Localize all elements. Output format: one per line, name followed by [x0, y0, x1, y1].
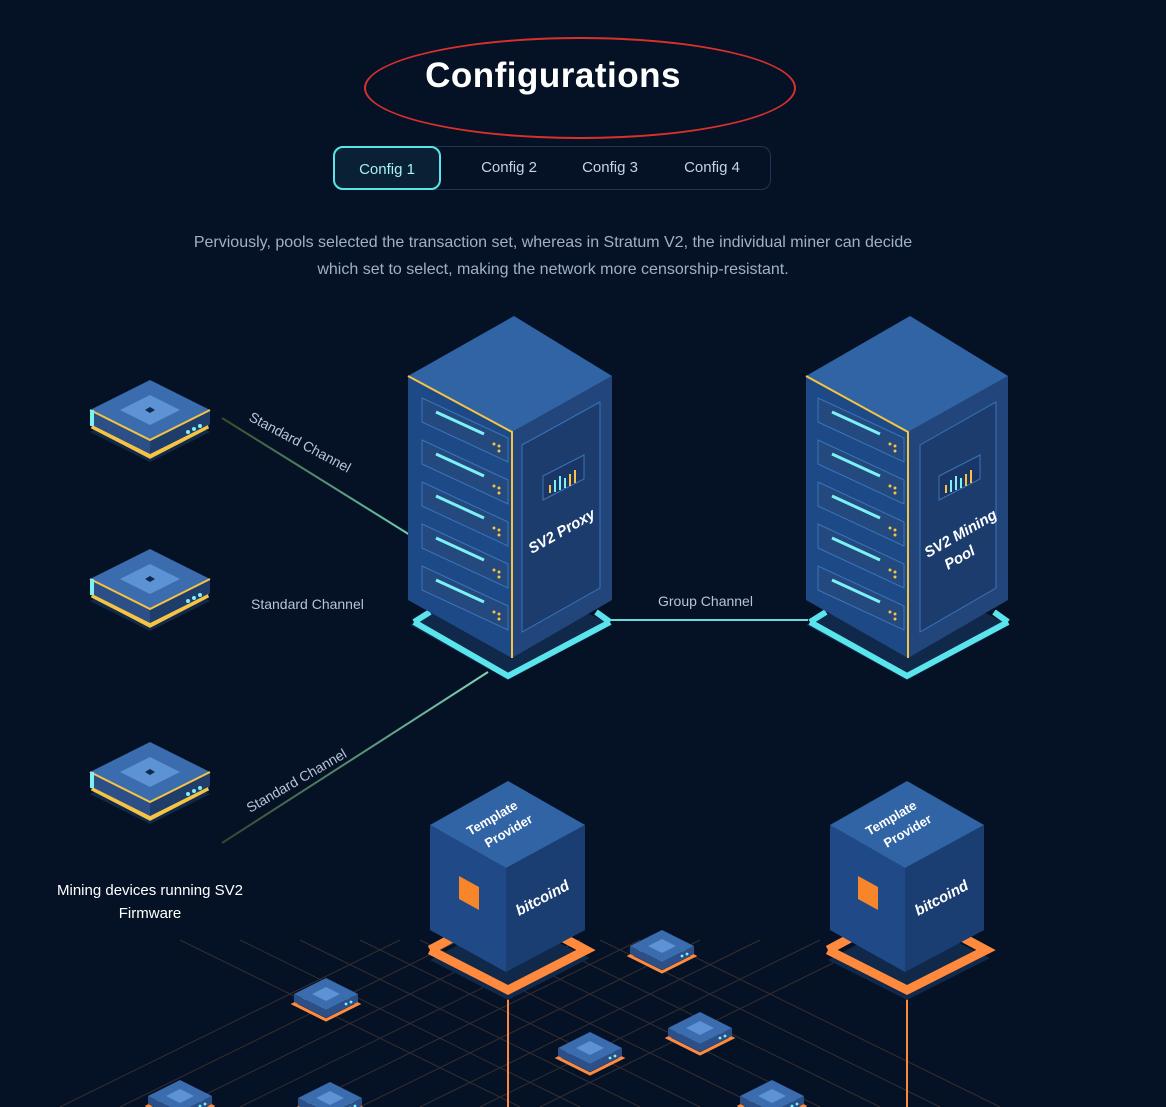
tab-config-3[interactable]: Config 3 — [582, 159, 638, 176]
grid-miner — [666, 1010, 734, 1056]
bitcoin-square-icon — [858, 876, 878, 910]
mining-device-2 — [90, 549, 210, 631]
pool-chart-icon — [938, 454, 981, 501]
proxy-chart-icon — [542, 454, 585, 501]
config-tabs: Config 1 Config 2 Config 3 Config 4 — [333, 146, 771, 190]
bitcoin-square-icon — [459, 876, 479, 910]
miner3-connection — [221, 671, 489, 844]
grid-miner — [738, 1078, 806, 1107]
sv2-mining-pool-server: SV2 Mining Pool — [805, 316, 1010, 680]
sv2-proxy-server: SV2 Proxy — [407, 316, 612, 680]
grid-miner — [292, 976, 360, 1022]
template-provider-2: Template Provider bitcoind — [825, 781, 996, 1000]
grid-miner — [628, 928, 696, 974]
tab-config-4[interactable]: Config 4 — [684, 159, 740, 176]
template-provider-1: Template Provider bitcoind — [427, 781, 596, 1000]
page-title: Configurations — [425, 56, 681, 95]
mining-device-3 — [90, 742, 210, 824]
tab-config-1[interactable]: Config 1 — [333, 146, 441, 190]
channel-label-2: Standard Channel — [251, 596, 364, 612]
grid-miner — [556, 1030, 624, 1076]
grid-miner — [146, 1078, 214, 1107]
title-highlight-ellipse — [364, 37, 796, 139]
group-channel-label: Group Channel — [658, 593, 753, 609]
mining-device-1 — [90, 380, 210, 462]
tab-config-2[interactable]: Config 2 — [481, 159, 537, 176]
miners-caption: Mining devices running SV2 Firmware — [57, 882, 243, 922]
description-text: Perviously, pools selected the transacti… — [193, 234, 913, 278]
grid-miner — [296, 1080, 364, 1107]
miner1-connection — [221, 417, 411, 536]
channel-label-3: Standard Channel — [244, 745, 350, 815]
